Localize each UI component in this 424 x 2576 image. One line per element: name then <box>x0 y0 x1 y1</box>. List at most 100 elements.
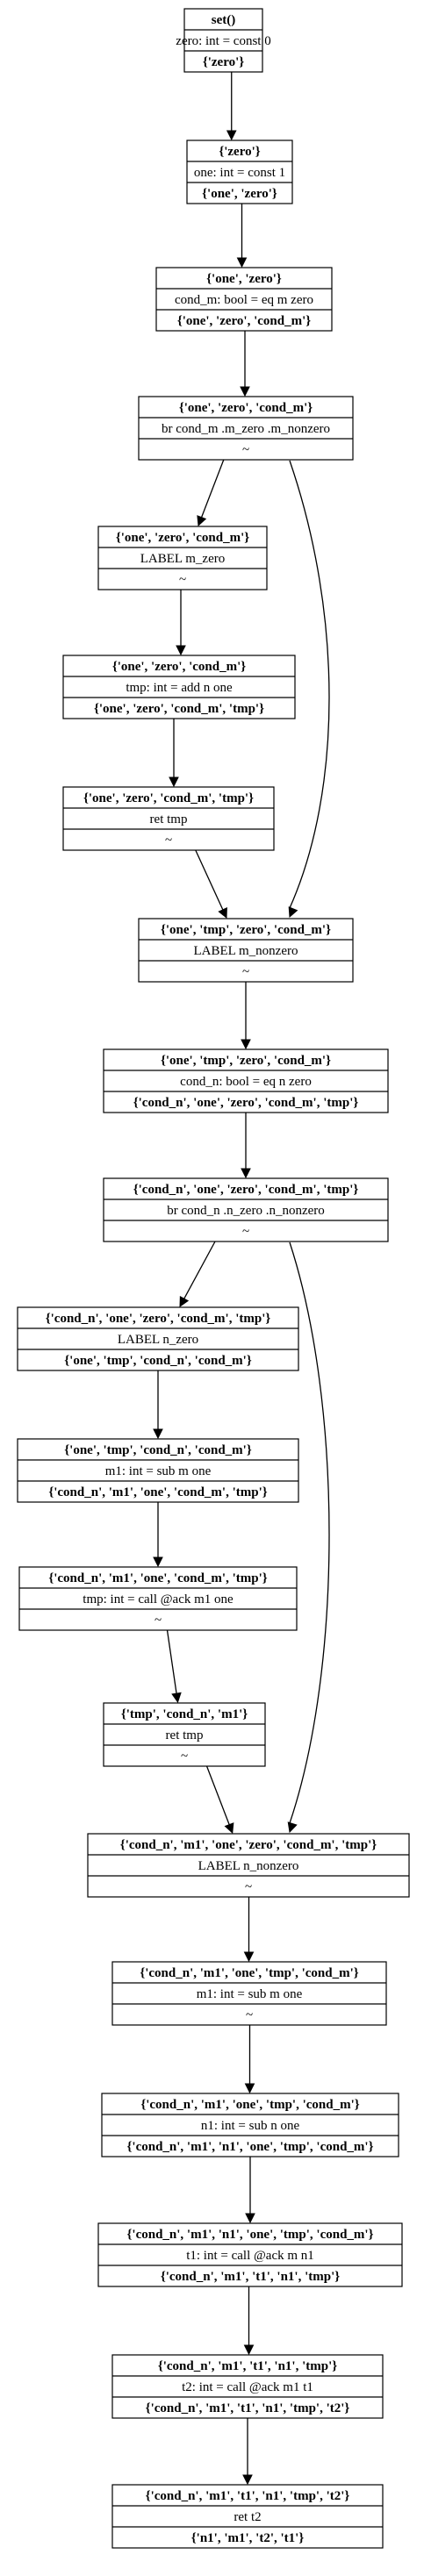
edge-ret2-to-nnonzero <box>205 1765 234 1835</box>
arrowhead <box>240 386 250 397</box>
in-set-label: {'tmp', 'cond_n', 'm1'} <box>121 1707 248 1721</box>
edge-brn-to-nzero <box>179 1241 216 1307</box>
edge-t2call-to-ret3 <box>242 2418 253 2486</box>
edge-line <box>200 459 225 518</box>
instruction-label: tmp: int = call @ack m1 one <box>83 1592 234 1606</box>
in-set-label: {'one', 'tmp', 'zero', 'cond_m'} <box>161 923 331 937</box>
node-box <box>17 1438 299 1503</box>
out-set-label: {'zero'} <box>203 55 244 69</box>
node-box <box>97 2222 403 2287</box>
node-box <box>183 8 263 73</box>
in-set-label: {'cond_n', 'm1', 'one', 'tmp', 'cond_m'} <box>140 1966 358 1980</box>
instruction-label: LABEL n_zero <box>118 1333 198 1347</box>
node-ret3: {'cond_n', 'm1', 't1', 'n1', 'tmp', 't2'… <box>111 2484 384 2549</box>
node-box <box>17 1306 299 1371</box>
instruction-label: br cond_n .n_zero .n_nonzero <box>167 1204 325 1218</box>
in-set-label: {'one', 'tmp', 'cond_n', 'cond_m'} <box>64 1443 252 1457</box>
node-m1sub2: {'cond_n', 'm1', 'one', 'tmp', 'cond_m'}… <box>111 1961 387 2026</box>
node-n1sub: {'cond_n', 'm1', 'one', 'tmp', 'cond_m'}… <box>101 2093 399 2157</box>
out-set-label: ~ <box>155 1614 162 1628</box>
instruction-label: tmp: int = add n one <box>126 681 233 695</box>
edge-line <box>289 1241 330 1824</box>
in-set-label: {'cond_n', 'm1', 't1', 'n1', 'tmp'} <box>158 2359 337 2373</box>
out-set-label: ~ <box>242 443 249 457</box>
out-set-label: {'cond_n', 'one', 'zero', 'cond_m', 'tmp… <box>133 1096 359 1110</box>
in-set-label: {'cond_n', 'm1', 't1', 'n1', 'tmp', 't2'… <box>146 2489 350 2503</box>
node-box <box>111 2484 384 2549</box>
edge-condn-to-brn <box>241 1113 251 1179</box>
node-t2call: {'cond_n', 'm1', 't1', 'n1', 'tmp'} t2: i… <box>111 2354 384 2419</box>
edge-line <box>183 1241 216 1299</box>
arrowhead <box>169 776 179 788</box>
arrowhead <box>176 645 186 656</box>
arrowhead <box>224 1822 234 1835</box>
edge-line <box>205 1765 230 1825</box>
out-set-label: ~ <box>242 965 249 979</box>
edge-mzero-to-tmpadd <box>176 590 186 656</box>
in-set-label: {'cond_n', 'one', 'zero', 'cond_m', 'tmp… <box>133 1183 359 1197</box>
edge-brm-to-mnonzero <box>288 460 330 919</box>
node-box <box>62 786 275 851</box>
instruction-label: ret t2 <box>234 2510 261 2524</box>
edge-line <box>166 1629 177 1694</box>
out-set-label: {'cond_n', 'm1', 't1', 'n1', 'tmp'} <box>161 2270 340 2284</box>
node-mnonzero: {'one', 'tmp', 'zero', 'cond_m'} LABEL m_… <box>138 918 354 983</box>
node-box <box>97 526 268 590</box>
in-set-label: {'cond_n', 'm1', 'one', 'zero', 'cond_m'… <box>120 1838 377 1852</box>
out-set-label: ~ <box>179 573 186 587</box>
instruction-label: m1: int = sub m one <box>197 1987 303 2001</box>
node-box <box>101 2093 399 2157</box>
node-box <box>103 1048 389 1113</box>
out-set-label: ~ <box>165 834 172 848</box>
node-box <box>111 1961 387 2026</box>
arrowhead <box>243 1951 255 1963</box>
out-set-label: {'cond_n', 'm1', 'one', 'cond_m', 'tmp'} <box>48 1485 267 1499</box>
arrowhead <box>245 2213 255 2224</box>
instruction-label: ret tmp <box>150 812 188 826</box>
arrowhead <box>242 2474 253 2486</box>
in-set-label: {'cond_n', 'm1', 'one', 'cond_m', 'tmp'} <box>48 1571 267 1585</box>
in-set-label: {'zero'} <box>219 145 260 159</box>
node-t1call: {'cond_n', 'm1', 'n1', 'one', 'tmp', 'co… <box>97 2222 403 2287</box>
arrowhead <box>241 1168 251 1179</box>
instruction-label: t2: int = call @ack m1 t1 <box>182 2380 313 2394</box>
node-ret2: {'tmp', 'cond_n', 'm1'}ret tmp~ <box>103 1702 266 1767</box>
node-box <box>111 2354 384 2419</box>
in-set-label: set() <box>212 13 235 27</box>
in-set-label: {'one', 'zero'} <box>206 272 282 286</box>
arrowhead <box>218 907 227 919</box>
arrowhead <box>179 1296 190 1307</box>
edge-n1sub-to-t1call <box>245 2157 255 2224</box>
in-set-label: {'one', 'tmp', 'zero', 'cond_m'} <box>161 1054 331 1068</box>
out-set-label: ~ <box>246 2008 253 2022</box>
node-tmpadd: {'one', 'zero', 'cond_m'}tmp: int = add … <box>62 655 296 719</box>
node-condn: {'one', 'tmp', 'zero', 'cond_m'}cond_n: … <box>103 1048 389 1113</box>
node-m1sub: {'one', 'tmp', 'cond_n', 'cond_m'}m1: in… <box>17 1438 299 1503</box>
node-box <box>155 267 333 332</box>
node-brn: {'cond_n', 'one', 'zero', 'cond_m', 'tmp… <box>103 1177 389 1242</box>
edge-brn-to-nnonzero <box>287 1241 330 1834</box>
edge-const1-to-condm <box>236 204 248 268</box>
node-box <box>186 140 293 204</box>
instruction-label: one: int = const 1 <box>194 166 285 180</box>
edge-condm-to-brm <box>240 331 250 397</box>
out-set-label: {'one', 'zero', 'cond_m', 'tmp'} <box>94 702 264 716</box>
out-set-label: {'cond_n', 'm1', 't1', 'n1', 'tmp', 't2'… <box>146 2401 350 2415</box>
arrowhead <box>236 257 248 268</box>
instruction-label: cond_m: bool = eq m zero <box>175 293 313 307</box>
node-set: set() zero: int = const 0 {'zero'} <box>176 8 271 73</box>
node-box <box>103 1702 266 1767</box>
node-box <box>138 918 354 983</box>
instruction-label: LABEL m_nonzero <box>194 944 298 958</box>
node-condm: {'one', 'zero'}cond_m: bool = eq m zero{… <box>155 267 333 332</box>
node-box <box>138 396 354 461</box>
instruction-label: zero: int = const 0 <box>176 34 270 48</box>
arrowhead <box>241 1039 251 1050</box>
edge-set-to-const1 <box>226 72 237 141</box>
nodes-layer: set() zero: int = const 0 {'zero'} {'zero'}… <box>17 8 410 2549</box>
node-mzero: {'one', 'zero', 'cond_m'}LABEL m_zero~ <box>97 526 268 590</box>
arrowhead <box>171 1692 182 1704</box>
edge-mnonzero-to-condn <box>241 982 251 1050</box>
out-set-label: {'cond_n', 'm1', 'n1', 'one', 'tmp', 'co… <box>126 2140 373 2154</box>
